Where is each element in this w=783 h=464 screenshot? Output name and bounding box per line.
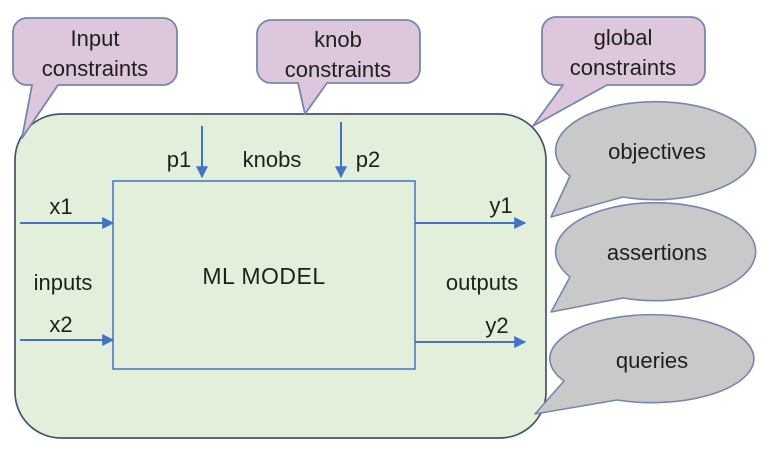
knob-constraints-label-line2: constraints [285, 57, 391, 82]
queries-label: queries [616, 348, 688, 373]
knob-constraints-callout [256, 19, 421, 115]
input-constraints-label-line2: constraints [42, 56, 148, 81]
global-constraints-label-line2: constraints [570, 55, 676, 80]
x2-label: x2 [49, 312, 72, 337]
p2-label: p2 [356, 147, 380, 172]
ml-model-box [112, 180, 416, 370]
ml-model-label: ML MODEL [202, 263, 325, 289]
y2-label: y2 [485, 313, 508, 338]
knobs-label: knobs [243, 147, 302, 172]
x1-label: x1 [49, 194, 72, 219]
knob-constraints-label-line1: knob [314, 27, 362, 52]
objectives-label: objectives [608, 139, 706, 164]
assertions-label: assertions [607, 240, 707, 265]
objectives-bubble [550, 100, 757, 218]
queries-bubble [534, 313, 755, 415]
global-constraints-callout [532, 16, 706, 127]
y1-label: y1 [489, 193, 512, 218]
input-constraints-callout [12, 17, 178, 139]
outputs-label: outputs [446, 270, 518, 295]
global-constraints-label-line1: global [594, 25, 653, 50]
system-container-box [14, 113, 547, 439]
inputs-label: inputs [34, 270, 93, 295]
input-constraints-label-line1: Input [71, 26, 120, 51]
assertions-bubble [550, 201, 757, 313]
p1-label: p1 [167, 147, 191, 172]
